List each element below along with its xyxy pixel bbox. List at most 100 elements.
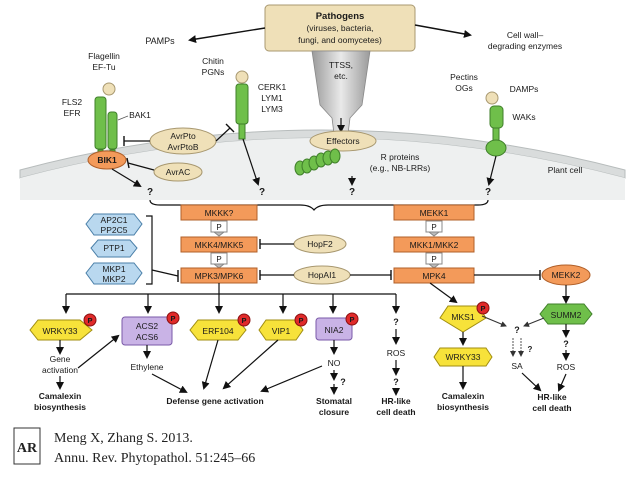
svg-text:AR: AR [17,441,38,456]
p-badge-vip1-text: P [298,316,303,325]
avrac-node [153,162,203,182]
p-badge-acs-text: P [170,314,175,323]
wrky33-node-right [433,347,493,367]
p-badge-vip1 [294,313,308,327]
r-protein-coil [294,148,341,176]
p-badge-wrky33-left-text: P [87,316,92,325]
bak1-label: BAK1 [129,110,151,120]
mkp-node [85,262,143,285]
mkp-label-2: MKP2 [102,274,125,284]
stomatal-label-1: Stomatal [316,396,352,406]
mkk45-label: MKK4/MKK5 [195,240,244,250]
camalexin-right-2: biosynthesis [437,402,489,412]
ethylene-label: Ethylene [130,362,163,372]
acs-label-1: ACS2 [136,321,158,331]
no-to-defense [260,365,323,393]
p-badge-acs [166,311,180,325]
avrpto-bar-right [225,123,235,133]
reference-line-1: Meng X, Zhang S. 2013. [54,431,193,446]
p-badge-nia2 [345,312,359,326]
cerk1-tm [238,123,246,140]
wak-receptor [489,105,504,129]
summ2-label: SUMM2 [551,310,582,320]
wak-arrow [486,155,497,186]
hrlike-mid-1: HR-like [381,396,411,406]
p-badge-nia2-text: P [349,315,354,324]
damps-label: DAMPs [510,84,539,94]
chitin-label-2: PGNs [202,67,225,77]
pathogens-line1: (viruses, bacteria, [306,23,373,33]
ttss-label-1: TTSS, [329,60,353,70]
svg-text:P: P [431,255,436,264]
q-2: ? [259,187,265,198]
ethylene-to-defense [151,373,188,393]
ap2c1-node [85,213,143,236]
ttss-label-2: etc. [334,71,348,81]
cellwall-label-2: degrading enzymes [488,41,562,51]
q-ros-mid: ? [393,317,399,327]
phosphatase-bracket [146,215,153,285]
mekk1-label: MEKK1 [420,208,449,218]
p-badge-mks1-text: P [480,304,485,313]
chitin-label-1: Chitin [202,56,224,66]
bik1-node [87,150,127,170]
wak-kinase [485,139,507,157]
mekk2-label: MEKK2 [552,270,581,280]
pathogens-line2: fungi, and oomycetes) [298,35,382,45]
fls2-receptor [94,96,107,150]
q-sa-2: ? [528,345,533,354]
no-label: NO [328,358,341,368]
p-arrow-3: P [425,220,443,237]
wrky33-node-left [29,319,93,341]
ros-mid-label: ROS [387,348,406,358]
pamps-label: PAMPs [145,36,175,46]
ros-right-to-hr [557,373,567,392]
chitin-ligand [235,70,249,84]
summ2-node [539,303,593,325]
hopf2-label: HopF2 [307,239,333,249]
avrac-bar [126,157,130,169]
bak1-receptor [107,111,118,150]
erf104-label: ERF104 [202,326,233,336]
cerk1-receptor [235,83,249,125]
camalexin-right-1: Camalexin [442,391,485,401]
bik1-label: BIK1 [97,155,117,165]
rproteins-label-2: (e.g., NB-LRRs) [370,163,431,173]
avrac-inhibit [127,162,155,171]
mpk4-to-mks1 [429,282,458,304]
defense-label: Defense gene activation [166,396,263,406]
svg-text:P: P [431,223,436,232]
mkk45-node [180,236,258,253]
p-badge-erf104 [237,313,251,327]
avrac-label: AvrAC [166,167,190,177]
convergence-brace [149,199,489,211]
nia2-label: NIA2 [325,325,344,335]
mkkk-node [180,204,258,221]
pectins-label-1: Pectins [450,72,478,82]
q-no: ? [340,377,346,387]
p-badge-erf104-text: P [241,316,246,325]
avrpto-label-1: AvrPto [170,131,196,141]
cerk1-label-2: LYM1 [261,93,283,103]
p-arrow-2: P [210,252,228,269]
geneact-label-2: activation [42,365,78,375]
mkk12-label: MKK1/MKK2 [410,240,459,250]
cerk1-label-1: CERK1 [258,82,287,92]
flagellin-label-2: EF-Tu [92,62,116,72]
q-ros-mid-2: ? [393,377,399,387]
cellwall-label-1: Cell wall– [507,30,544,40]
flagellin-label-1: Flagellin [88,51,120,61]
p-arrow-1: P [210,220,228,237]
sa-to-hr [521,372,542,392]
cerk1-label-3: LYM3 [261,104,283,114]
hopai1-label: HopAI1 [308,270,337,280]
ros-right-label: ROS [557,362,576,372]
vip1-to-defense [222,339,279,390]
svg-text:P: P [216,223,221,232]
reference-line-2: Annu. Rev. Phytopathol. 51:245–66 [54,451,255,466]
rproteins-label-1: R proteins [381,152,420,162]
mekk1-node [393,204,475,221]
mks1-node [439,305,487,333]
hrlike-right-2: cell death [532,403,571,413]
